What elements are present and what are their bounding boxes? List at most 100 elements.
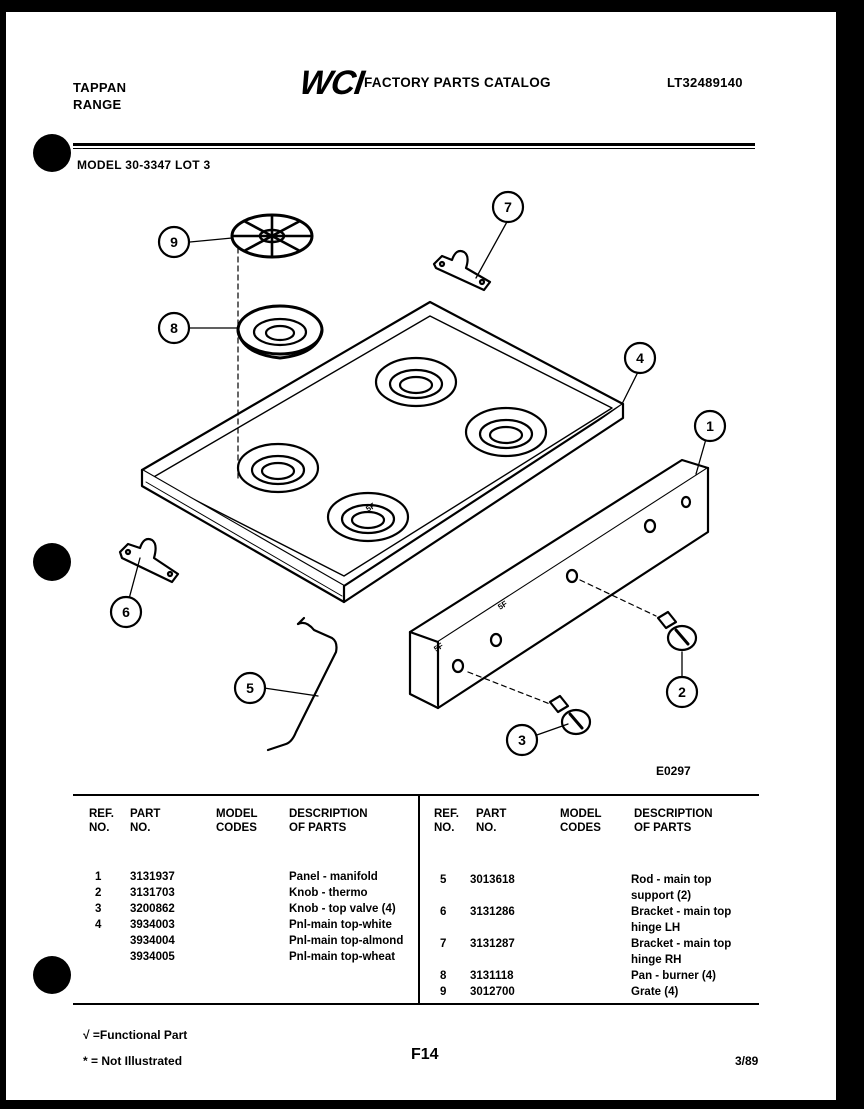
left-header-part-2: NO. (130, 822, 151, 834)
table-row: 3934005 Pnl-main top-wheat (89, 949, 409, 965)
row-part: 3200862 (130, 903, 175, 915)
knob-thermo (656, 610, 698, 652)
row-part: 3934005 (130, 951, 175, 963)
row-ref: 4 (95, 919, 102, 931)
catalog-page: TAPPAN RANGE WCI FACTORY PARTS CATALOG L… (6, 12, 836, 1100)
right-rows: 5 3013618 Rod - main top support (2) 6 3… (434, 872, 754, 1000)
table-divider (418, 796, 420, 1004)
row-desc: Knob - top valve (4) (289, 903, 396, 915)
callout-9: 9 (170, 234, 178, 250)
header-rule-thin (73, 148, 755, 149)
row-part: 3131287 (470, 938, 515, 950)
brand-line2: RANGE (73, 97, 122, 112)
exploded-diagram: 9 8 7 4 1 6 5 2 3 5F 5F 5F E0297 (109, 190, 727, 778)
table-rule-top (73, 794, 759, 796)
left-header-desc-2: OF PARTS (289, 822, 347, 834)
right-header-ref-1: REF. (434, 808, 459, 820)
left-header-model-1: MODEL (216, 808, 258, 820)
row-desc-cont: support (2) (631, 890, 692, 902)
row-desc: Pan - burner (4) (631, 970, 716, 982)
binder-hole-top (33, 134, 71, 172)
legend-functional: √ =Functional Part (83, 1028, 188, 1042)
row-desc: Panel - manifold (289, 871, 378, 883)
left-rows: 1 3131937 Panel - manifold 2 3131703 Kno… (89, 869, 409, 965)
row-desc: Bracket - main top (631, 906, 732, 918)
panel-mark-1: 5F (432, 641, 445, 654)
table-row: 6 3131286 Bracket - main top hinge LH (434, 904, 754, 936)
table-row: 8 3131118 Pan - burner (4) (434, 968, 754, 984)
row-desc: Pnl-main top-wheat (289, 951, 396, 963)
panel-mark-2: 5F (496, 599, 509, 612)
hinge-bracket-rh (432, 249, 492, 292)
callout-circle-6 (109, 595, 143, 629)
left-header-desc: DESCRIPTION OF PARTS (289, 807, 368, 835)
callout-circle-8 (157, 311, 191, 345)
callout-2: 2 (678, 684, 686, 700)
left-header-model-2: CODES (216, 822, 257, 834)
table-row: 4 3934003 Pnl-main top-white (89, 917, 409, 933)
header-rule (73, 143, 755, 146)
callout-circle-7 (491, 190, 525, 224)
left-header-ref-1: REF. (89, 808, 114, 820)
callout-circle-2 (665, 675, 699, 709)
right-header-desc-1: DESCRIPTION (634, 808, 713, 820)
left-header-ref: REF. NO. (89, 807, 114, 835)
row-desc: Rod - main top (631, 874, 712, 886)
right-header-ref-2: NO. (434, 822, 455, 834)
table-row: 2 3131703 Knob - thermo (89, 885, 409, 901)
row-desc: Grate (4) (631, 986, 679, 998)
callout-circle-4 (623, 341, 657, 375)
table-row: 5 3013618 Rod - main top support (2) (434, 872, 754, 904)
support-rod (266, 616, 338, 752)
table-rule-bottom (73, 1003, 759, 1005)
right-header-desc-2: OF PARTS (634, 822, 692, 834)
callout-4: 4 (636, 350, 644, 366)
row-part: 3131703 (130, 887, 175, 899)
burner-opening-back-left (374, 356, 458, 408)
legend-not-illustrated: * = Not Illustrated (83, 1054, 183, 1068)
table-row: 9 3012700 Grate (4) (434, 984, 754, 1000)
model-line: MODEL 30-3347 LOT 3 (77, 158, 211, 172)
table-row: 7 3131287 Bracket - main top hinge RH (434, 936, 754, 968)
table-row: 3934004 Pnl-main top-almond (89, 933, 409, 949)
left-header-desc-1: DESCRIPTION (289, 808, 368, 820)
row-desc-cont: hinge RH (631, 954, 682, 966)
row-part: 3131286 (470, 906, 515, 918)
catalog-number: LT32489140 (667, 75, 743, 90)
left-header-part: PART NO. (130, 807, 160, 835)
right-header-part-2: NO. (476, 822, 497, 834)
row-ref: 1 (95, 871, 102, 883)
right-header-part: PART NO. (476, 807, 506, 835)
burner-opening-front-right (326, 491, 410, 543)
hinge-bracket-lh (118, 537, 180, 584)
table-row: 1 3131937 Panel - manifold (89, 869, 409, 885)
knob-top-valve (548, 694, 592, 736)
callout-circle-3 (505, 723, 539, 757)
row-part: 3013618 (470, 874, 515, 886)
callout-1: 1 (706, 418, 714, 434)
left-header-ref-2: NO. (89, 822, 110, 834)
row-desc: Pnl-main top-white (289, 919, 392, 931)
binder-hole-bottom (33, 956, 71, 994)
row-ref: 5 (440, 874, 447, 886)
row-desc-cont: hinge LH (631, 922, 681, 934)
main-top-panel (140, 300, 625, 604)
callout-3: 3 (518, 732, 526, 748)
manifold-panel (408, 458, 710, 710)
right-header-model-2: CODES (560, 822, 601, 834)
callout-6: 6 (122, 604, 130, 620)
figure-code: E0297 (656, 764, 691, 778)
right-header-part-1: PART (476, 808, 507, 820)
row-ref: 2 (95, 887, 102, 899)
row-desc: Bracket - main top (631, 938, 732, 950)
row-desc: Pnl-main top-almond (289, 935, 404, 947)
callout-5: 5 (246, 680, 254, 696)
callout-8: 8 (170, 320, 178, 336)
row-part: 3934004 (130, 935, 175, 947)
left-header-part-1: PART (130, 808, 161, 820)
row-ref: 9 (440, 986, 447, 998)
row-ref: 3 (95, 903, 102, 915)
page-number: F14 (411, 1046, 439, 1063)
row-part: 3934003 (130, 919, 175, 931)
brand-line1: TAPPAN (73, 80, 127, 95)
